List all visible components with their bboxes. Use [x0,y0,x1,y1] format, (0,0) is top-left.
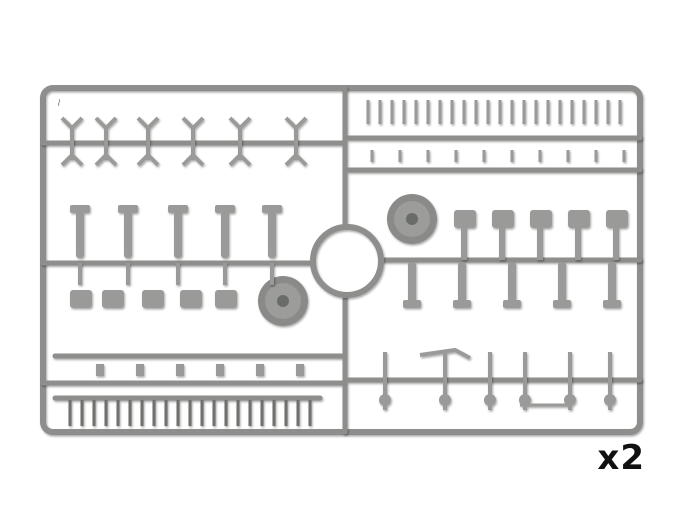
seat-pad-part [180,290,202,308]
tab-part [296,364,304,376]
gear-leg-part [403,300,421,308]
bracket-part [419,347,471,360]
bracket-part [60,152,84,167]
seat-pad-part [568,210,590,228]
seat-pad-part [530,210,552,228]
tab-part [96,364,104,376]
bracket-part [284,152,308,167]
seat-pad-part [102,290,124,308]
gear-leg-part [215,205,235,213]
tab-part [256,364,264,376]
gear-leg-part [174,210,182,258]
bracket-part [284,116,308,131]
gate-part [613,228,619,260]
gear-leg-part [124,210,132,258]
bracket-part [94,116,118,131]
bracket-part [181,152,205,167]
bracket-part [60,116,84,131]
gear-leg-part [268,210,276,258]
gate-part [575,228,581,260]
sprue-logo-mark: ⌇ [56,98,61,109]
tab-part [216,364,224,376]
seat-pad-part [70,290,92,308]
gear-leg-part [458,262,466,304]
gear-leg-part [408,262,416,304]
seat-pad-part [215,290,237,308]
gear-leg-part [168,205,188,213]
seat-pad-part [606,210,628,228]
gear-leg-part [76,210,84,258]
wheel-part [258,276,308,326]
quantity-multiplier-label: x2 [597,438,645,478]
knob-part [379,394,391,406]
seat-pad-part [454,210,476,228]
bracket-part [136,152,160,167]
bracket-part [228,152,252,167]
knob-part [439,394,451,406]
gear-leg-part [453,300,471,308]
gate-part [499,228,505,260]
knob-part [604,394,616,406]
bracket-part [136,116,160,131]
tab-part [176,364,184,376]
gear-leg-part [503,300,521,308]
seat-pad-part [142,290,164,308]
gear-leg-part [508,262,516,304]
tab-part [136,364,144,376]
wheel-part [387,194,437,244]
knob-part [519,394,531,406]
gear-leg-part [553,300,571,308]
seat-pad-part [492,210,514,228]
gear-leg-part [603,300,621,308]
gear-leg-part [558,262,566,304]
sprue-runners [40,85,643,435]
gear-leg-part [262,205,282,213]
knob-part [564,394,576,406]
gear-leg-part [118,205,138,213]
gear-leg-part [221,210,229,258]
bracket-part [94,152,118,167]
sprue-center-ring [310,224,384,298]
bracket-part [228,116,252,131]
gate-part [537,228,543,260]
bracket-part [181,116,205,131]
sprue-parts [60,100,628,426]
knob-part [484,394,496,406]
gear-leg-part [70,205,90,213]
gate-part [461,228,467,260]
gear-leg-part [608,262,616,304]
